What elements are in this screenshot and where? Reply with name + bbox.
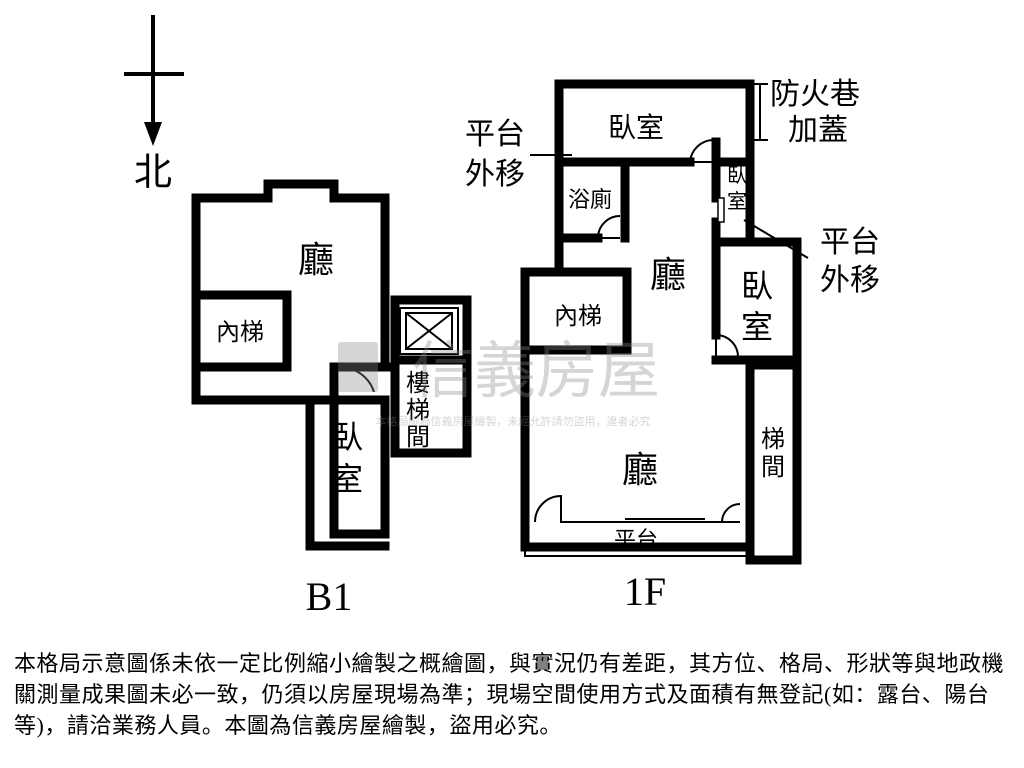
north-arrow [124,15,184,146]
svg-text:室: 室 [741,309,773,345]
svg-text:梯: 梯 [406,397,430,424]
f1-floor-label: 1F [624,569,666,614]
b1-inner-stairs-label: 內梯 [216,319,264,346]
svg-text:間: 間 [406,425,430,451]
f1-plan [520,79,809,565]
b1-plan [191,179,472,551]
f1-bedroom-small-label: 臥 室 [727,164,747,213]
f1-stairwell-label: 梯 間 [761,426,785,481]
watermark-logo-icon [338,342,378,392]
platform-move-right-line-2: 外移 [820,264,880,297]
platform-move-left-line-2: 外移 [465,158,525,191]
f1-inner-stairs-label: 內梯 [554,303,602,330]
b1-bedroom-label-2: 室 [331,461,363,497]
fire-lane-line-2: 加蓋 [788,114,848,147]
f1-bedroom-right-label: 臥 室 [741,268,773,345]
svg-text:間: 間 [761,455,785,481]
svg-text:室: 室 [727,190,747,213]
f1-platform-label: 平台 [614,527,658,552]
f1-bedroom-top-label: 臥室 [608,112,664,144]
fire-lane-line-1: 防火巷 [770,78,860,111]
svg-text:臥: 臥 [741,268,773,304]
b1-stairwell-label: 樓 梯 間 [406,370,430,451]
svg-text:臥: 臥 [727,164,747,187]
platform-move-left-line-1: 平台 [465,118,525,151]
watermark-subtext: 本格局圖為信義房屋繪製，未經允許請勿盜用，違者必究 [376,414,651,428]
platform-move-right-line-1: 平台 [820,226,880,259]
f1-bathroom-label: 浴廁 [568,187,612,212]
svg-text:梯: 梯 [761,426,785,453]
svg-text:樓: 樓 [406,370,430,397]
watermark-brand: 信義房屋 [412,334,660,407]
b1-bedroom-label-1: 臥 [331,419,363,455]
b1-living-label: 廳 [298,240,334,280]
b1-floor-label: B1 [306,574,353,619]
f1-living-lower-label: 廳 [622,450,658,490]
watermark: 信義房屋 本格局圖為信義房屋繪製，未經允許請勿盜用，違者必究 [338,334,660,428]
f1-living-upper-label: 廳 [650,255,686,295]
disclaimer-text: 本格局示意圖係未依一定比例縮小繪製之概繪圖，與實況仍有差距，其方位、格局、形狀等… [14,651,1005,738]
compass-label: 北 [134,152,172,194]
